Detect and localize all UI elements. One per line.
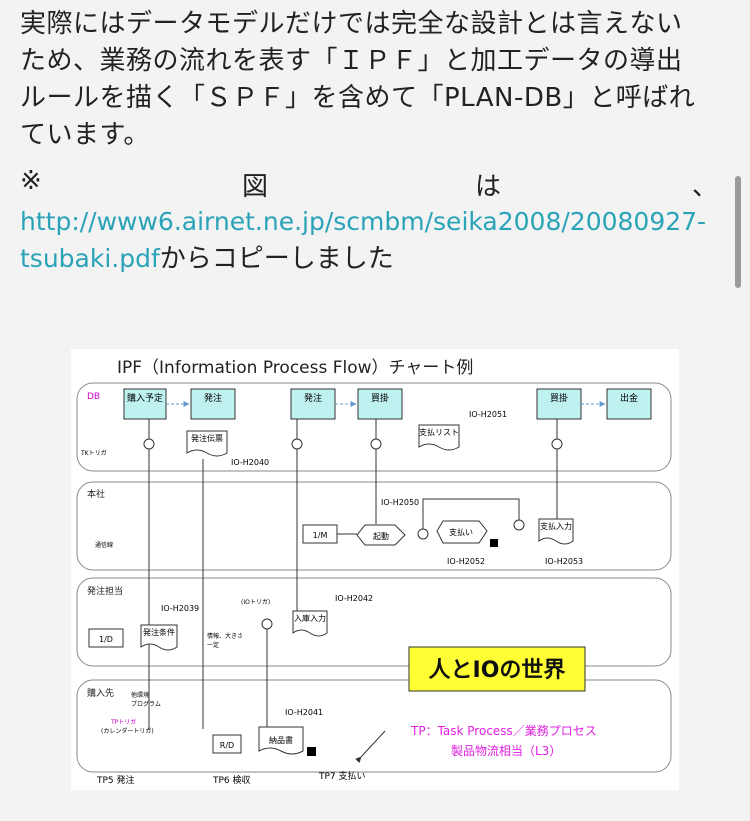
doc-shape <box>538 518 574 545</box>
banner-text: 人とIOの世界 <box>429 658 566 683</box>
small-label: プログラム <box>131 700 161 708</box>
lane-db <box>76 382 672 472</box>
db-box-label: 買掛 <box>371 392 389 404</box>
paragraph-line: ルールを描く「ＳＰＦ」を含めて「PLAN-DB」と呼ばれ <box>20 83 696 113</box>
doc-shape <box>292 610 328 637</box>
small-label: 通信線 <box>95 541 113 549</box>
tp-legend: 製品物流相当（L3） <box>451 744 561 758</box>
db-box <box>606 388 652 420</box>
scrollbar-thumb[interactable] <box>735 176 741 288</box>
note-word: 図 <box>242 172 269 202</box>
process-box-label: 1/D <box>99 635 113 644</box>
process-box <box>212 734 242 754</box>
ipf-chart-image: IPF（Information Process Flow）チャート例 DB 本社… <box>71 349 679 790</box>
doc-label: 納品書 <box>269 735 293 745</box>
paragraph-line: ています。 <box>20 120 150 150</box>
note-mark: ※ <box>20 166 42 196</box>
process-box <box>88 628 124 648</box>
lane-hacchu <box>76 577 672 667</box>
db-box-label: 購入予定 <box>127 392 163 404</box>
db-box-label: 出金 <box>620 392 638 404</box>
small-label: (IOトリガ) <box>241 598 270 606</box>
small-label: 情報、大きさ <box>207 632 243 640</box>
lane-honsha <box>76 481 672 571</box>
banner-box <box>408 646 586 692</box>
doc-label: 発注条件 <box>143 627 175 637</box>
process-shape <box>356 524 406 546</box>
io-id: IO-H2039 <box>161 604 199 613</box>
db-box <box>123 388 167 420</box>
after-link-text: からコピーしました <box>159 244 394 274</box>
tp-label: TP5 発注 <box>96 774 135 786</box>
note-word: は <box>475 172 502 202</box>
doc-label: 発注伝票 <box>191 433 223 443</box>
doc-shape <box>186 430 228 457</box>
lane-label-db: DB <box>87 392 100 402</box>
source-link-continued: tsubaki.pdfからコピーしました <box>20 241 394 277</box>
io-id: IO-H2051 <box>469 410 507 419</box>
io-id: IO-H2041 <box>285 708 323 717</box>
small-label: TKトリガ <box>80 449 107 457</box>
doc-label: 支払入力 <box>540 521 572 531</box>
db-box-label: 買掛 <box>550 392 568 404</box>
small-label: 他環境 <box>131 691 149 699</box>
tp-label: TP7 支払い <box>318 770 366 782</box>
io-id: IO-H2052 <box>447 557 485 566</box>
doc-shape <box>418 424 460 451</box>
db-box <box>290 388 336 420</box>
doc-label: 支払リスト <box>419 427 459 437</box>
process-label: 支払い <box>449 527 473 537</box>
process-box-label: 1/M <box>313 531 328 540</box>
io-id: IO-H2042 <box>335 594 373 603</box>
article-paragraph: 実際にはデータモデルだけでは完全な設計とは言えない ため、業務の流れを表す「ＩＰ… <box>20 6 720 154</box>
note-word: 、 <box>692 172 719 202</box>
chart-title: IPF（Information Process Flow）チャート例 <box>117 358 473 378</box>
db-box <box>536 388 582 420</box>
tp-label: TP6 検収 <box>212 774 251 786</box>
lane-label: 発注担当 <box>87 585 123 597</box>
source-link-tail[interactable]: tsubaki.pdf <box>20 244 160 273</box>
db-box <box>190 388 236 420</box>
doc-label: 入庫入力 <box>294 613 326 623</box>
doc-shape <box>258 726 304 755</box>
process-box-label: R/D <box>220 741 234 750</box>
paragraph-line: 実際にはデータモデルだけでは完全な設計とは言えない <box>20 9 683 39</box>
db-box-label: 発注 <box>204 392 222 404</box>
process-shape <box>436 520 488 544</box>
small-label: 一定 <box>207 641 219 649</box>
io-id: IO-H2053 <box>545 557 583 566</box>
io-id: IO-H2050 <box>381 498 419 507</box>
small-label: (カレンダートリガ) <box>101 727 154 735</box>
db-box <box>357 388 403 420</box>
tp-legend: TP：Task Process／業務プロセス <box>410 724 597 738</box>
lane-konyusaki <box>76 679 672 773</box>
ipf-chart-svg: IPF（Information Process Flow）チャート例 DB 本社… <box>76 358 672 786</box>
db-box-label: 発注 <box>304 392 322 404</box>
process-label: 起動 <box>373 532 389 541</box>
small-label: TPトリガ <box>110 718 136 726</box>
doc-shape <box>140 624 178 651</box>
io-id: IO-H2040 <box>231 458 269 467</box>
source-link[interactable]: http://www6.airnet.ne.jp/scmbm/seika2008… <box>20 207 707 236</box>
lane-label: 購入先 <box>87 687 114 699</box>
lane-label: 本社 <box>87 488 105 500</box>
paragraph-line: ため、業務の流れを表す「ＩＰＦ」と加工データの導出 <box>20 46 683 76</box>
